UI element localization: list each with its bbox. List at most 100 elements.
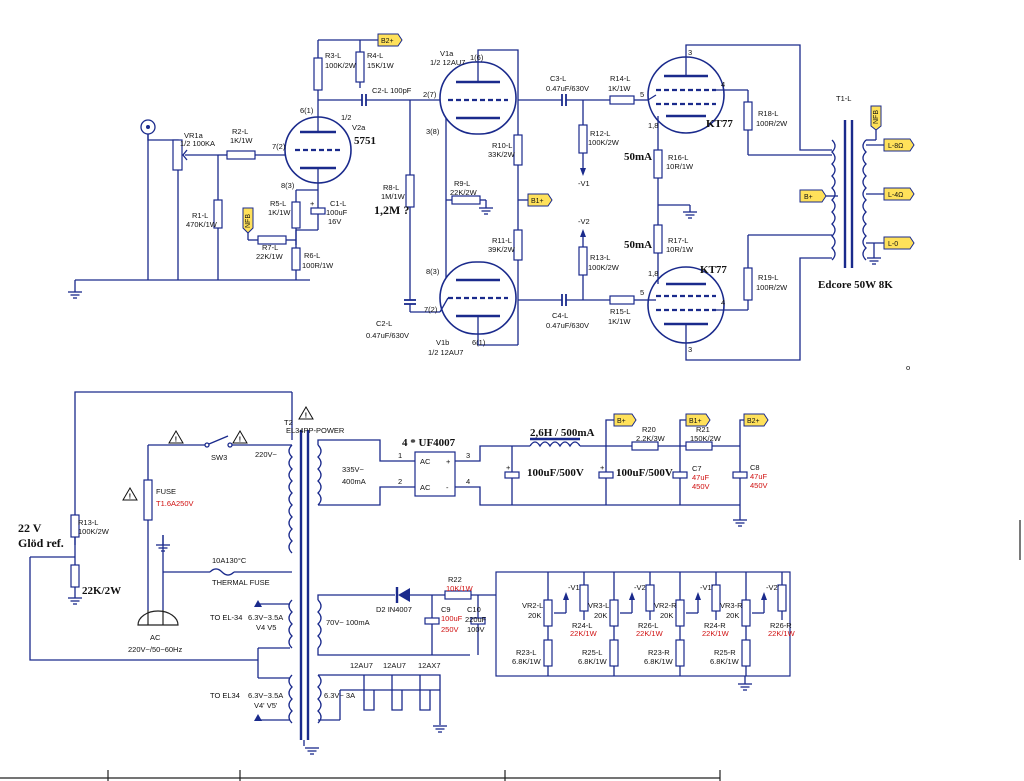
- output-4ohm[interactable]: [883, 187, 915, 201]
- resistor-22k: [70, 564, 80, 588]
- amplifier-section: VR1a 1/2 100KA R1-L 470K/1W R2-L 1K/1W 6…: [67, 33, 915, 372]
- r14-ref: R14-L: [610, 74, 630, 83]
- c8-volt: 450V: [750, 481, 768, 490]
- resistor-r11: [513, 229, 523, 261]
- c4-value: 0.47uF/630V: [546, 321, 589, 330]
- bias-r23-label: R23-R: [648, 648, 670, 657]
- r19-ref: R19-L: [758, 273, 778, 282]
- r2-value: 1K/1W: [230, 136, 253, 145]
- heater-t3: 12AX7: [418, 661, 441, 670]
- r6-ref: R6-L: [304, 251, 320, 260]
- resistor-r4: [355, 51, 365, 83]
- ac-label: AC: [150, 633, 161, 642]
- r4-value: 15K/1W: [367, 61, 395, 70]
- c8-ref: C8: [750, 463, 760, 472]
- resistor-bias-upper: [645, 584, 655, 612]
- r20-ref: R20: [642, 425, 656, 434]
- ground-cathode: [682, 211, 698, 219]
- resistor-r20: [631, 441, 659, 451]
- tag-bplus-ot: [799, 189, 827, 203]
- bias-r24v-label: 22K/1W: [768, 629, 796, 638]
- heater-tube-1: [363, 675, 375, 711]
- heater-t2: 12AU7: [383, 661, 406, 670]
- bias-r23v-label: 6.8K/1W: [578, 657, 608, 666]
- el34a-pins: V4 V5: [256, 623, 276, 632]
- r1-ref: R1-L: [192, 211, 208, 220]
- r7-ref: R7-L: [262, 243, 278, 252]
- warning-icon: [122, 487, 138, 501]
- ground-heater: [432, 725, 448, 733]
- bias-r23-label: R25-L: [582, 648, 602, 657]
- hv-volt: 335V~: [342, 465, 365, 474]
- c2b-ref: C2-L: [376, 319, 392, 328]
- bias-r23v-label: 6.8K/1W: [644, 657, 674, 666]
- el34b-label: TO EL34: [210, 691, 240, 700]
- v2a-type: 5751: [354, 135, 376, 147]
- r1-value: 470K/1W: [186, 220, 218, 229]
- r15-value: 1K/1W: [608, 317, 631, 326]
- c3-value: 0.47uF/630V: [546, 84, 589, 93]
- r17-value: 10R/1W: [666, 245, 694, 254]
- resistor-r18: [743, 101, 753, 131]
- power-supply-section: R13-L 100K/2W 22K/2W 22 V Glöd ref. SW3 …: [0, 391, 1021, 781]
- bridge-rectifier: [414, 451, 456, 497]
- bias-vrv-label: 20K: [726, 611, 739, 620]
- r14-value: 1K/1W: [608, 84, 631, 93]
- tag-b1-top: [527, 193, 553, 207]
- svg-text:B2+: B2+: [747, 418, 760, 425]
- r8-value: 1M/1W: [381, 192, 406, 201]
- c2-label: C2-L 100pF: [372, 86, 412, 95]
- net-v2-top: -V2: [578, 217, 590, 226]
- resistor-r13: [578, 246, 588, 276]
- r3-value: 100K/2W: [325, 61, 357, 70]
- resistor-r2: [226, 150, 256, 160]
- c10-volt: 100V: [467, 625, 485, 634]
- r4-ref: R4-L: [367, 51, 383, 60]
- capacitor-reservoir-b: [598, 471, 614, 479]
- resistor-bias-upper: [711, 584, 721, 612]
- r9-ref: R9-L: [454, 179, 470, 188]
- ground-output: [866, 257, 882, 265]
- bias-trimmer[interactable]: [543, 599, 553, 627]
- bias-trimmer[interactable]: [675, 599, 685, 627]
- r3-ref: R3-L: [325, 51, 341, 60]
- output-8ohm[interactable]: [883, 138, 915, 152]
- v1a-pin-cathode: 3(8): [426, 127, 440, 136]
- heater-tube-3: [419, 675, 431, 711]
- v1b-pin-grid: 7(2): [424, 305, 438, 314]
- ground-t2: [304, 747, 320, 755]
- r18-ref: R18-L: [758, 109, 778, 118]
- v2a-pin-grid: 7(2): [272, 142, 286, 151]
- bias-r24-label: R26-R: [770, 621, 792, 630]
- r16-ref: R16-L: [668, 153, 688, 162]
- svg-text:L-8Ω: L-8Ω: [888, 143, 903, 150]
- diode-d2: [398, 588, 410, 602]
- r20-value: 2.2K/3W: [636, 434, 666, 443]
- svg-text:+: +: [600, 463, 605, 472]
- ac-plug[interactable]: [137, 610, 179, 626]
- warning-icon: [168, 430, 184, 444]
- c7-value: 47uF: [692, 473, 710, 482]
- bias-trimmer[interactable]: [741, 599, 751, 627]
- resistor-r17: [653, 224, 663, 254]
- thermal-rating: 10A130°C: [212, 556, 247, 565]
- bias-trimmer[interactable]: [609, 599, 619, 627]
- capacitor-reservoir-a: [504, 471, 520, 479]
- svg-text:AC: AC: [420, 457, 431, 466]
- svg-text:B2+: B2+: [381, 38, 394, 45]
- c3-ref: C3-L: [550, 74, 566, 83]
- v1a-pin-grid: 2(7): [423, 90, 437, 99]
- svg-text:B1+: B1+: [531, 198, 544, 205]
- tag-b1-psu: [685, 413, 711, 427]
- output-0[interactable]: [883, 236, 915, 250]
- output-transformer: [831, 120, 867, 268]
- bias-r24v-label: 22K/1W: [702, 629, 730, 638]
- choke-label: 2,6H / 500mA: [530, 427, 595, 439]
- hv-cur: 400mA: [342, 477, 366, 486]
- net-v1-top: -V1: [578, 179, 590, 188]
- bias-net-label: -V2': [766, 583, 780, 592]
- capacitor-c8: [732, 471, 748, 479]
- r12-ref: R12-L: [590, 129, 610, 138]
- v2a-pin-cathode: 8(3): [281, 181, 295, 190]
